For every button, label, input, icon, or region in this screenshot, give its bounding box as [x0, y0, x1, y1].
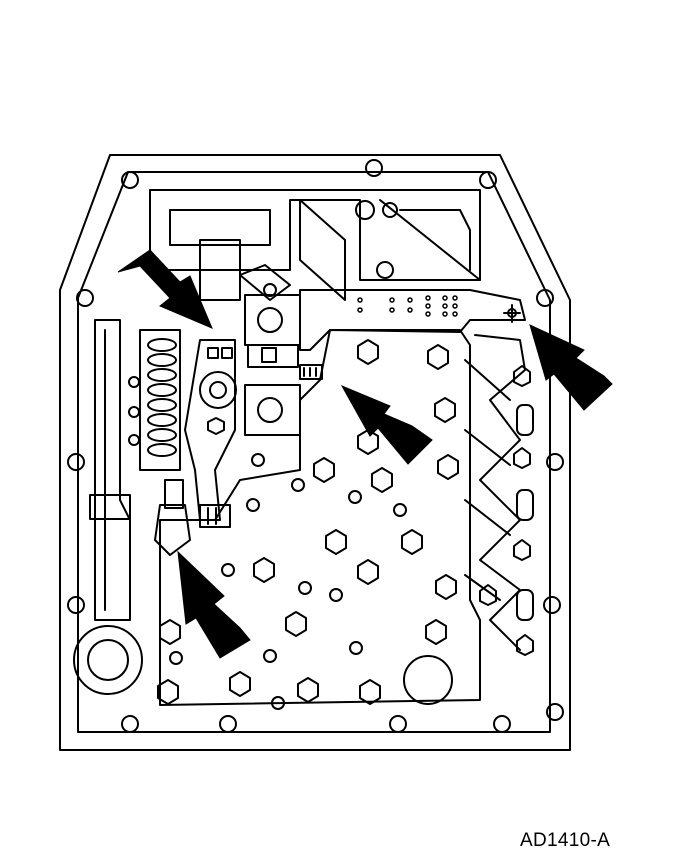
detent-lever	[184, 339, 236, 521]
right-connectors	[479, 365, 534, 656]
valve-body-bolts	[157, 339, 459, 705]
small-holes	[128, 376, 407, 710]
bracket-holes	[357, 295, 458, 317]
valve-body-large-bore	[403, 655, 453, 705]
center-arrow	[340, 384, 433, 465]
bracket-right-end-symbol	[503, 304, 521, 323]
upper-left-arrow	[117, 249, 213, 329]
lower-connector	[154, 504, 191, 556]
upper-housing	[149, 189, 481, 281]
pointer-arrows	[117, 249, 613, 659]
figure-id-label: AD1410-A	[520, 830, 611, 851]
lower-left-plug	[73, 625, 143, 695]
lower-left-arrow	[177, 550, 251, 659]
left-rail	[94, 319, 131, 621]
spring-coils	[147, 338, 177, 457]
right-arrow	[529, 324, 613, 411]
pan-bolt-holes	[67, 159, 564, 733]
solenoid-block-upper	[244, 294, 301, 346]
solenoid-block-lower	[244, 384, 301, 436]
left-spring-housing	[139, 329, 181, 471]
harness-bracket	[299, 289, 526, 351]
pan-outline	[59, 154, 571, 751]
right-wiring	[474, 334, 526, 651]
